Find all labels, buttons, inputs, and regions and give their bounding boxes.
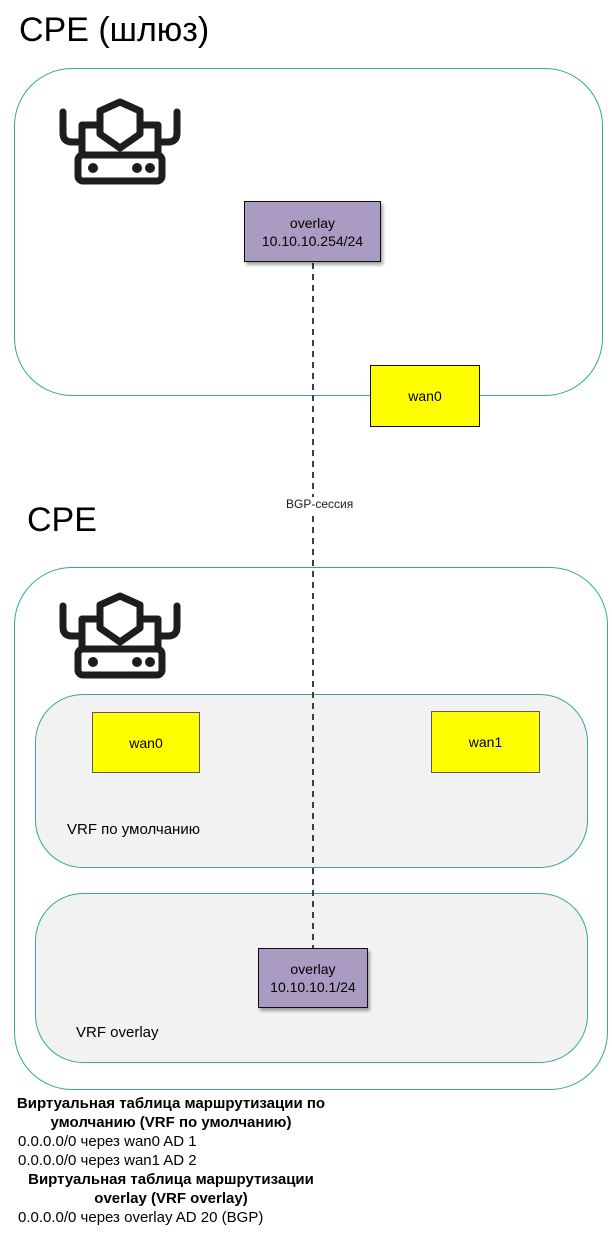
interface-address: 10.10.10.254/24	[261, 232, 364, 249]
bgp-session-label: BGP-сессия	[283, 497, 357, 511]
interface-name: wan0	[408, 388, 442, 404]
interface-address: 10.10.10.1/24	[270, 979, 356, 995]
bgp-session-line	[312, 263, 314, 949]
route-line: 0.0.0.0/0 через wan0 AD 1	[18, 1133, 197, 1150]
gateway-wan0-interface-box: wan0	[370, 365, 480, 427]
router-firewall-icon	[59, 98, 181, 185]
cpe-overlay-interface-box: overlay 10.10.10.1/24	[258, 948, 368, 1008]
routing-table-default-title-line2: умолчанию (VRF по умолчанию)	[50, 1114, 292, 1131]
routing-table-overlay-title-line2: overlay (VRF overlay)	[94, 1190, 248, 1207]
vrf-overlay-label: VRF overlay	[76, 1024, 159, 1041]
routing-table-overlay-title-line1: Виртуальная таблица маршрутизации	[28, 1171, 314, 1188]
cpe-wan1-interface-box: wan1	[431, 711, 540, 773]
gateway-title: CPE (шлюз)	[19, 11, 210, 49]
routing-table-default-title-line1: Виртуальная таблица маршрутизации по	[16, 1095, 326, 1112]
router-firewall-icon	[59, 592, 181, 679]
cpe-wan0-interface-box: wan0	[92, 712, 200, 773]
route-line: 0.0.0.0/0 через overlay AD 20 (BGP)	[18, 1209, 264, 1226]
cpe-device-box	[14, 567, 608, 1090]
gateway-device-box	[14, 68, 603, 396]
vrf-default-label: VRF по умолчанию	[67, 821, 200, 838]
route-line: 0.0.0.0/0 через wan1 AD 2	[18, 1152, 197, 1169]
interface-name: overlay	[290, 961, 336, 977]
gateway-overlay-interface-box: overlay 10.10.10.254/24	[244, 201, 381, 262]
interface-name: wan0	[129, 734, 163, 751]
interface-name: wan1	[468, 734, 503, 750]
routing-tables-text: Виртуальная таблица маршрутизации по умо…	[0, 1094, 342, 1227]
cpe-title: CPE	[27, 501, 97, 539]
interface-name: overlay	[289, 214, 336, 231]
